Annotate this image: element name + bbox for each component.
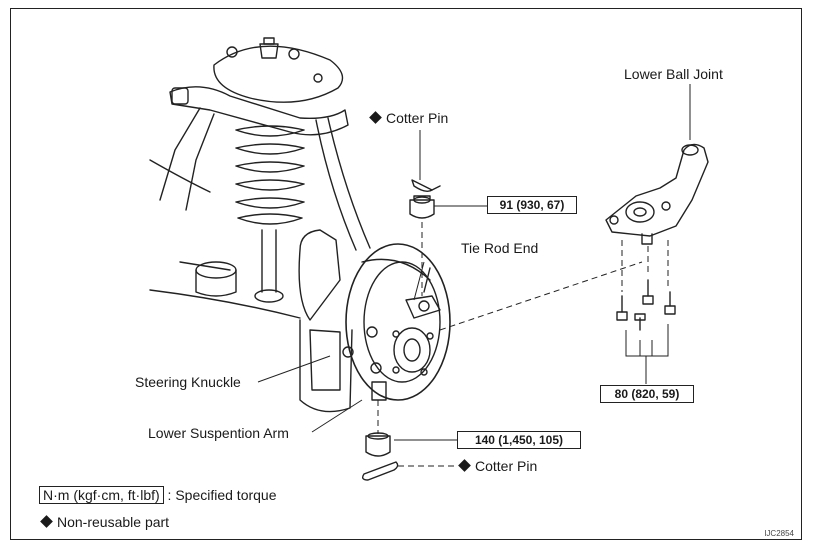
- label-lower-suspension-arm: Lower Suspention Arm: [148, 425, 289, 441]
- upper-arm: [159, 86, 349, 211]
- upper-mount: [213, 37, 344, 103]
- label-tie-rod-end: Tie Rod End: [461, 240, 539, 256]
- torque-lower-arm-nut: 140 (1,450, 105): [457, 431, 581, 449]
- torque-tie-rod-nut: 91 (930, 67): [487, 196, 577, 214]
- cotter-pin-bottom-text: Cotter Pin: [475, 458, 538, 474]
- lower-ball-joint-part: [605, 143, 709, 245]
- label-cotter-pin-top: Cotter Pin: [369, 110, 449, 126]
- unit-description: : Specified torque: [167, 487, 277, 503]
- label-cotter-pin-bottom: Cotter Pin: [458, 458, 538, 474]
- diagram-frame: [10, 8, 802, 540]
- diamond-icon: [369, 111, 382, 124]
- frame-member: [149, 159, 301, 319]
- torque-ball-joint-bolts: 80 (820, 59): [600, 385, 694, 403]
- legend-torque-unit: N·m (kgf·cm, ft·lbf) : Specified torque: [39, 486, 277, 504]
- label-steering-knuckle: Steering Knuckle: [135, 374, 241, 390]
- castle-nut-bottom: [365, 381, 391, 457]
- cotter-pin-top-part: [411, 179, 441, 193]
- tie-rod-end-part: [405, 267, 441, 319]
- figure-code: IJC2854: [764, 529, 794, 538]
- coil-spring: [235, 125, 305, 303]
- castle-nut-top: [409, 195, 435, 219]
- label-lower-ball-joint: Lower Ball Joint: [624, 66, 723, 82]
- cotter-pin-top-text: Cotter Pin: [386, 110, 449, 126]
- diamond-icon: [40, 515, 53, 528]
- ball-joint-bolts: [616, 279, 676, 331]
- non-reusable-text: Non-reusable part: [57, 514, 170, 530]
- brake-disc: [345, 243, 451, 401]
- cotter-pin-bottom-part: [361, 461, 399, 481]
- diamond-icon: [458, 459, 471, 472]
- strut-bar: [315, 117, 371, 251]
- legend-non-reusable: Non-reusable part: [40, 514, 170, 530]
- unit-box: N·m (kgf·cm, ft·lbf): [39, 486, 164, 504]
